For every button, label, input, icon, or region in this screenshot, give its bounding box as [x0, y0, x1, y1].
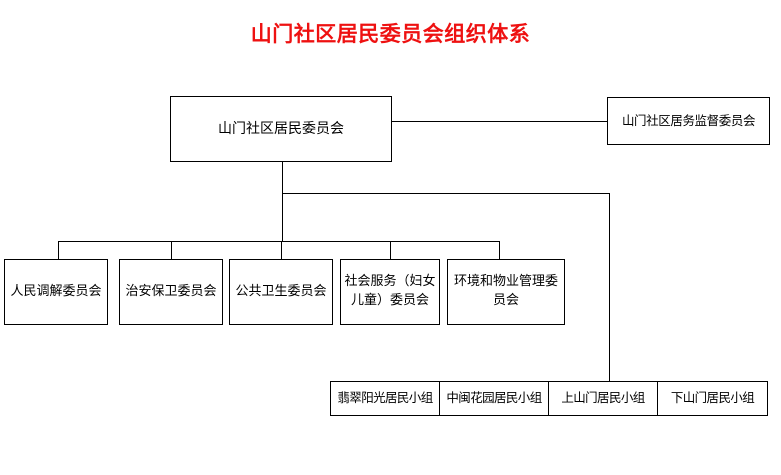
node-committee-public-health-label: 公共卫生委员会	[235, 283, 327, 299]
node-resident-group-shangshanmen[interactable]: 上山门居民小组	[548, 381, 658, 416]
connector-committee-bar	[58, 241, 500, 242]
node-root-label: 山门社区居民委员会	[218, 120, 344, 137]
connector-drop-committee-5	[499, 241, 500, 259]
connector-root-stem	[282, 162, 283, 241]
node-committee-mediation-label: 人民调解委员会	[10, 283, 102, 299]
node-resident-group-feicui-label: 翡翠阳光居民小组	[337, 390, 433, 406]
node-resident-group-shangshanmen-label: 上山门居民小组	[561, 390, 645, 406]
node-supervisory-label: 山门社区居务监督委员会	[621, 112, 756, 128]
node-committee-environment-property[interactable]: 环境和物业管理委员会	[447, 259, 565, 325]
page-title: 山门社区居民委员会组织体系	[250, 22, 531, 46]
node-resident-group-zhongmin[interactable]: 中闽花园居民小组	[439, 381, 549, 416]
connector-drop-committee-1	[58, 241, 59, 259]
node-resident-group-xiashanmen[interactable]: 下山门居民小组	[657, 381, 768, 416]
node-resident-group-xiashanmen-label: 下山门居民小组	[670, 390, 755, 406]
connector-root-to-supervisory	[392, 121, 608, 122]
node-committee-social-service[interactable]: 社会服务（妇女儿童）委员会	[340, 259, 440, 325]
node-committee-public-security-label: 治安保卫委员会	[125, 283, 217, 299]
connector-branch-to-groups	[282, 193, 610, 194]
connector-drop-committee-4	[390, 241, 391, 259]
connector-drop-committee-2	[171, 241, 172, 259]
node-resident-group-zhongmin-label: 中闽花园居民小组	[446, 390, 542, 406]
node-committee-social-service-label: 社会服务（妇女儿童）委员会	[344, 274, 436, 308]
node-committee-public-security[interactable]: 治安保卫委员会	[119, 259, 223, 325]
node-committee-public-health[interactable]: 公共卫生委员会	[229, 259, 333, 325]
node-committee-mediation[interactable]: 人民调解委员会	[4, 259, 108, 325]
node-committee-environment-property-label: 环境和物业管理委员会	[453, 274, 558, 308]
node-supervisory-committee[interactable]: 山门社区居务监督委员会	[607, 97, 770, 145]
connector-groups-vertical	[609, 193, 610, 381]
node-root-community-committee[interactable]: 山门社区居民委员会	[170, 96, 392, 162]
connector-drop-committee-3	[281, 241, 282, 259]
node-resident-group-feicui[interactable]: 翡翠阳光居民小组	[330, 381, 440, 416]
